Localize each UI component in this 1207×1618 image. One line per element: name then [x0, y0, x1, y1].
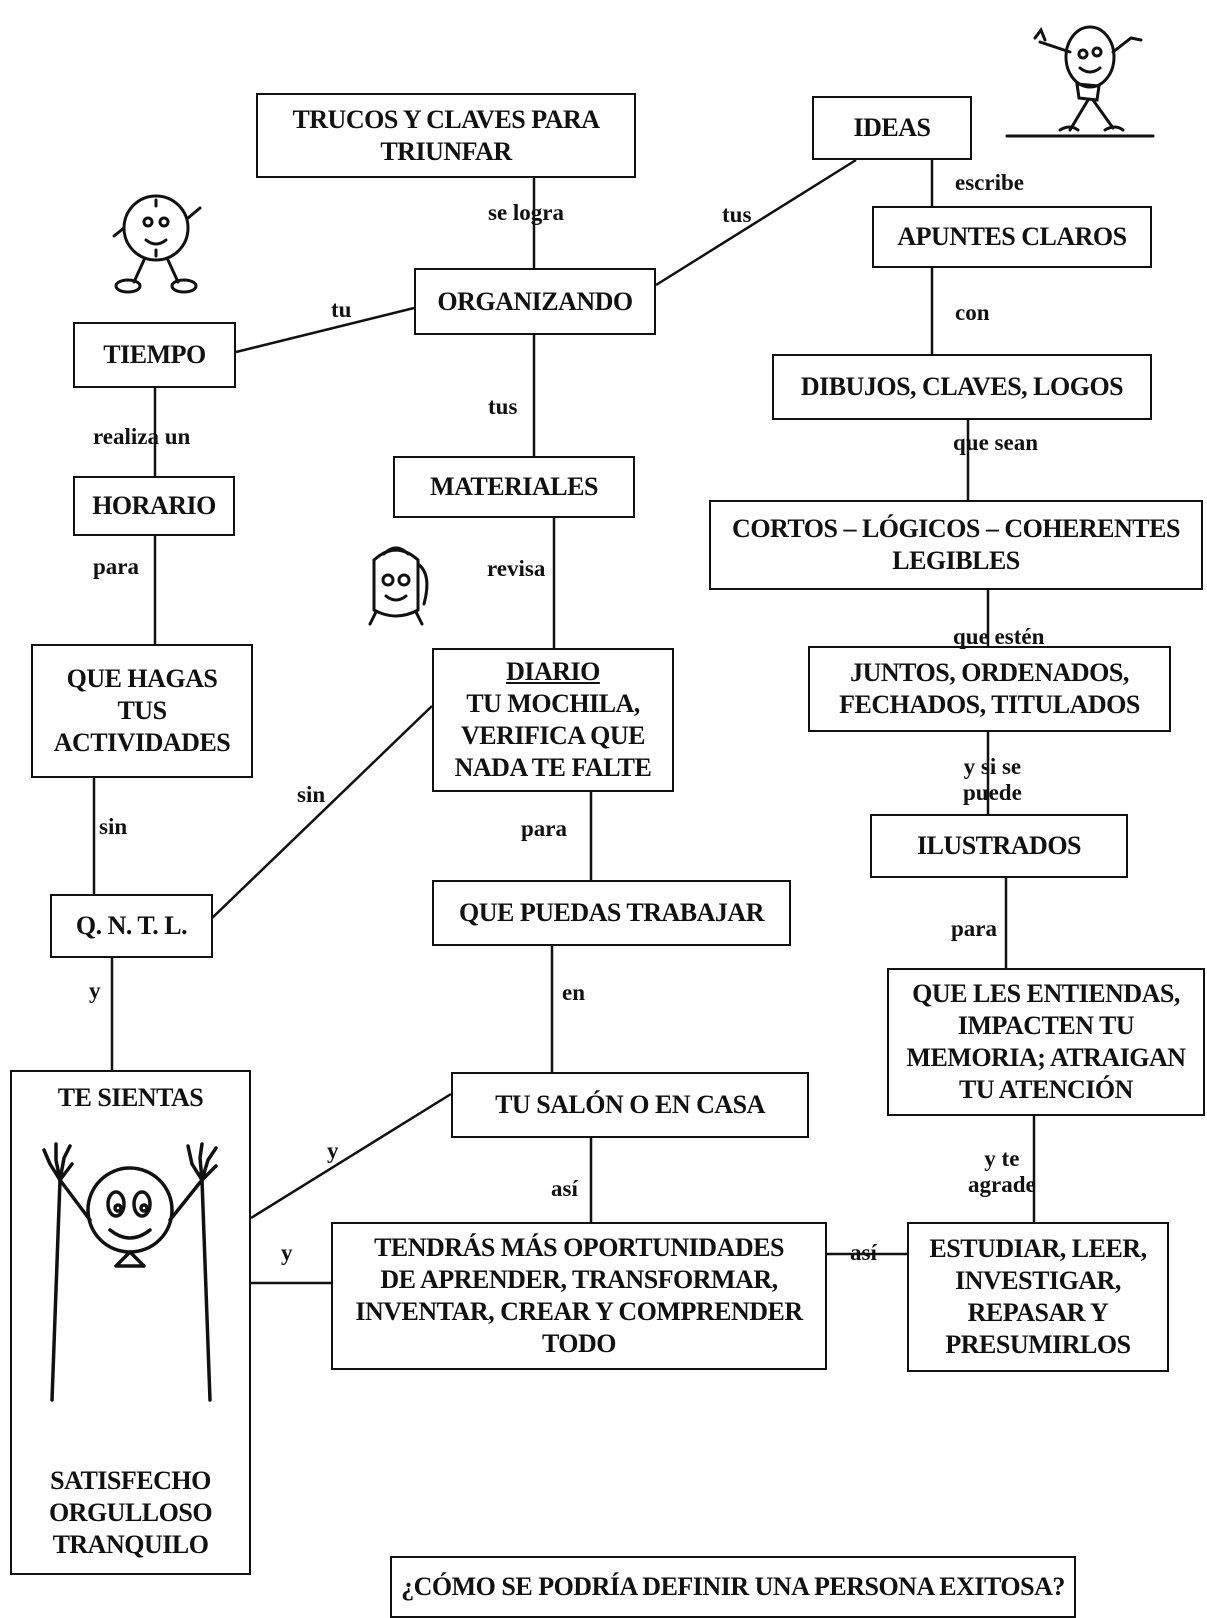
- node-que-puedas-label: QUE PUEDAS TRABAJAR: [459, 898, 764, 927]
- node-que-les-line3: MEMORIA; ATRAIGAN: [906, 1043, 1186, 1072]
- node-materiales: MATERIALES: [393, 456, 635, 518]
- node-juntos-line1: JUNTOS, ORDENADOS,: [850, 658, 1129, 687]
- node-estudiar-line2: INVESTIGAR,: [955, 1266, 1121, 1295]
- link-y-te-line1: y te: [984, 1146, 1020, 1171]
- link-revisa: revisa: [487, 556, 546, 581]
- link-y-salon: y: [327, 1138, 339, 1163]
- link-con: con: [955, 300, 990, 325]
- link-y-te-agrade: y te agrade: [968, 1146, 1036, 1198]
- node-tendras: TENDRÁS MÁS OPORTUNIDADES DE APRENDER, T…: [331, 1222, 827, 1370]
- node-dibujos: DIBUJOS, CLAVES, LOGOS: [772, 354, 1152, 420]
- link-se-logra: se logra: [488, 200, 565, 225]
- link-asi-estudiar: así: [850, 1240, 877, 1265]
- link-que-esten: que estén: [953, 624, 1045, 649]
- node-estudiar-line1: ESTUDIAR, LEER,: [929, 1234, 1147, 1263]
- link-para-horario: para: [93, 554, 139, 579]
- node-ilustrados: ILUSTRADOS: [870, 814, 1128, 878]
- node-tu-salon-label: TU SALÓN O EN CASA: [495, 1090, 765, 1119]
- node-dibujos-label: DIBUJOS, CLAVES, LOGOS: [800, 372, 1124, 401]
- node-tiempo: TIEMPO: [73, 322, 236, 388]
- link-asi-salon: así: [551, 1176, 578, 1201]
- node-materiales-label: MATERIALES: [430, 472, 598, 501]
- question-box: ¿CÓMO SE PODRÍA DEFINIR UNA PERSONA EXIT…: [390, 1556, 1076, 1618]
- node-apuntes: APUNTES CLAROS: [872, 206, 1152, 268]
- link-tus-ideas: tus: [722, 202, 752, 227]
- node-cortos-line2: LEGIBLES: [892, 546, 1020, 575]
- node-que-hagas-line2: TUS: [117, 696, 167, 725]
- node-diario-line1: DIARIO: [506, 657, 600, 686]
- node-trucos: TRUCOS Y CLAVES PARA TRIUNFAR: [256, 93, 636, 178]
- link-y-si-se-line1: y si se: [963, 754, 1022, 779]
- node-estudiar-line4: PRESUMIRLOS: [945, 1330, 1131, 1359]
- node-tu-salon: TU SALÓN O EN CASA: [451, 1072, 809, 1138]
- node-cortos-line1: CORTOS – LÓGICOS – COHERENTES: [732, 514, 1180, 543]
- node-diario-line3: VERIFICA QUE: [461, 721, 645, 750]
- node-tendras-line1: TENDRÁS MÁS OPORTUNIDADES: [374, 1233, 784, 1262]
- node-diario-line2: TU MOCHILA,: [466, 689, 640, 718]
- link-y-si-se-line2: puede: [963, 780, 1022, 805]
- node-qntl: Q. N. T. L.: [50, 894, 213, 958]
- node-ilustrados-label: ILUSTRADOS: [916, 831, 1082, 860]
- lightbulb-mascot-icon: [1005, 25, 1155, 138]
- node-que-puedas: QUE PUEDAS TRABAJAR: [432, 880, 791, 946]
- link-que-sean: que sean: [953, 430, 1038, 455]
- node-trucos-line1: TRUCOS Y CLAVES PARA: [292, 104, 600, 134]
- node-diario-line4: NADA TE FALTE: [454, 753, 652, 782]
- node-qntl-label: Q. N. T. L.: [75, 911, 188, 940]
- node-que-les-line2: IMPACTEN TU: [957, 1011, 1135, 1040]
- node-te-sientas-top: TE SIENTAS: [57, 1083, 204, 1112]
- node-horario: HORARIO: [73, 476, 235, 536]
- link-realiza-un: realiza un: [93, 424, 191, 449]
- node-te-sientas-bottom: SATISFECHO ORGULLOSO TRANQUILO: [48, 1465, 213, 1561]
- link-sin-diario: sin: [297, 782, 326, 807]
- node-tiempo-label: TIEMPO: [103, 340, 206, 369]
- node-que-les-line4: TU ATENCIÓN: [959, 1075, 1133, 1104]
- node-diario: DIARIO TU MOCHILA, VERIFICA QUE NADA TE …: [432, 648, 674, 792]
- link-tus-materiales: tus: [488, 394, 518, 419]
- link-escribe: escribe: [955, 170, 1024, 195]
- link-y-te-line2: agrade: [968, 1172, 1036, 1197]
- node-estudiar-line3: REPASAR Y: [967, 1298, 1109, 1327]
- backpack-mascot-icon: [368, 546, 429, 626]
- node-te-sientas-line3: TRANQUILO: [52, 1530, 209, 1559]
- node-trucos-line2: TRIUNFAR: [380, 136, 512, 166]
- node-que-les: QUE LES ENTIENDAS, IMPACTEN TU MEMORIA; …: [887, 968, 1205, 1116]
- node-apuntes-label: APUNTES CLAROS: [897, 222, 1127, 251]
- node-tendras-line3: INVENTAR, CREAR Y COMPRENDER: [355, 1297, 803, 1326]
- node-ideas-label: IDEAS: [853, 113, 931, 142]
- question-text: ¿CÓMO SE PODRÍA DEFINIR UNA PERSONA EXIT…: [401, 1572, 1065, 1601]
- node-ideas: IDEAS: [812, 96, 972, 160]
- link-y-qntl: y: [89, 978, 101, 1003]
- link-para-diario: para: [521, 816, 567, 841]
- node-que-hagas: QUE HAGAS TUS ACTIVIDADES: [31, 644, 253, 778]
- node-que-hagas-line3: ACTIVIDADES: [53, 728, 231, 757]
- node-organizando: ORGANIZANDO: [414, 268, 656, 335]
- node-estudiar: ESTUDIAR, LEER, INVESTIGAR, REPASAR Y PR…: [907, 1222, 1169, 1372]
- link-para-ilustrados: para: [951, 916, 997, 941]
- happy-kid-icon: [42, 1142, 218, 1402]
- node-te-sientas-line1: SATISFECHO: [50, 1466, 211, 1495]
- node-cortos: CORTOS – LÓGICOS – COHERENTES LEGIBLES: [709, 500, 1203, 590]
- node-juntos-line2: FECHADOS, TITULADOS: [839, 690, 1140, 719]
- node-que-hagas-line1: QUE HAGAS: [66, 664, 218, 693]
- node-te-sientas-line2: ORGULLOSO: [48, 1498, 213, 1527]
- link-tu: tu: [331, 297, 352, 322]
- link-y-si-se-puede: y si se puede: [963, 754, 1022, 806]
- node-tendras-line2: DE APRENDER, TRANSFORMAR,: [380, 1265, 778, 1294]
- node-que-les-line1: QUE LES ENTIENDAS,: [912, 979, 1180, 1008]
- node-tendras-line4: TODO: [541, 1329, 617, 1358]
- link-y-tendras: y: [281, 1240, 293, 1265]
- node-juntos: JUNTOS, ORDENADOS, FECHADOS, TITULADOS: [808, 646, 1171, 732]
- link-sin-qntl: sin: [99, 814, 128, 839]
- node-horario-label: HORARIO: [92, 491, 216, 520]
- node-organizando-label: ORGANIZANDO: [437, 286, 633, 316]
- link-en: en: [562, 980, 585, 1005]
- clock-mascot-icon: [112, 194, 202, 294]
